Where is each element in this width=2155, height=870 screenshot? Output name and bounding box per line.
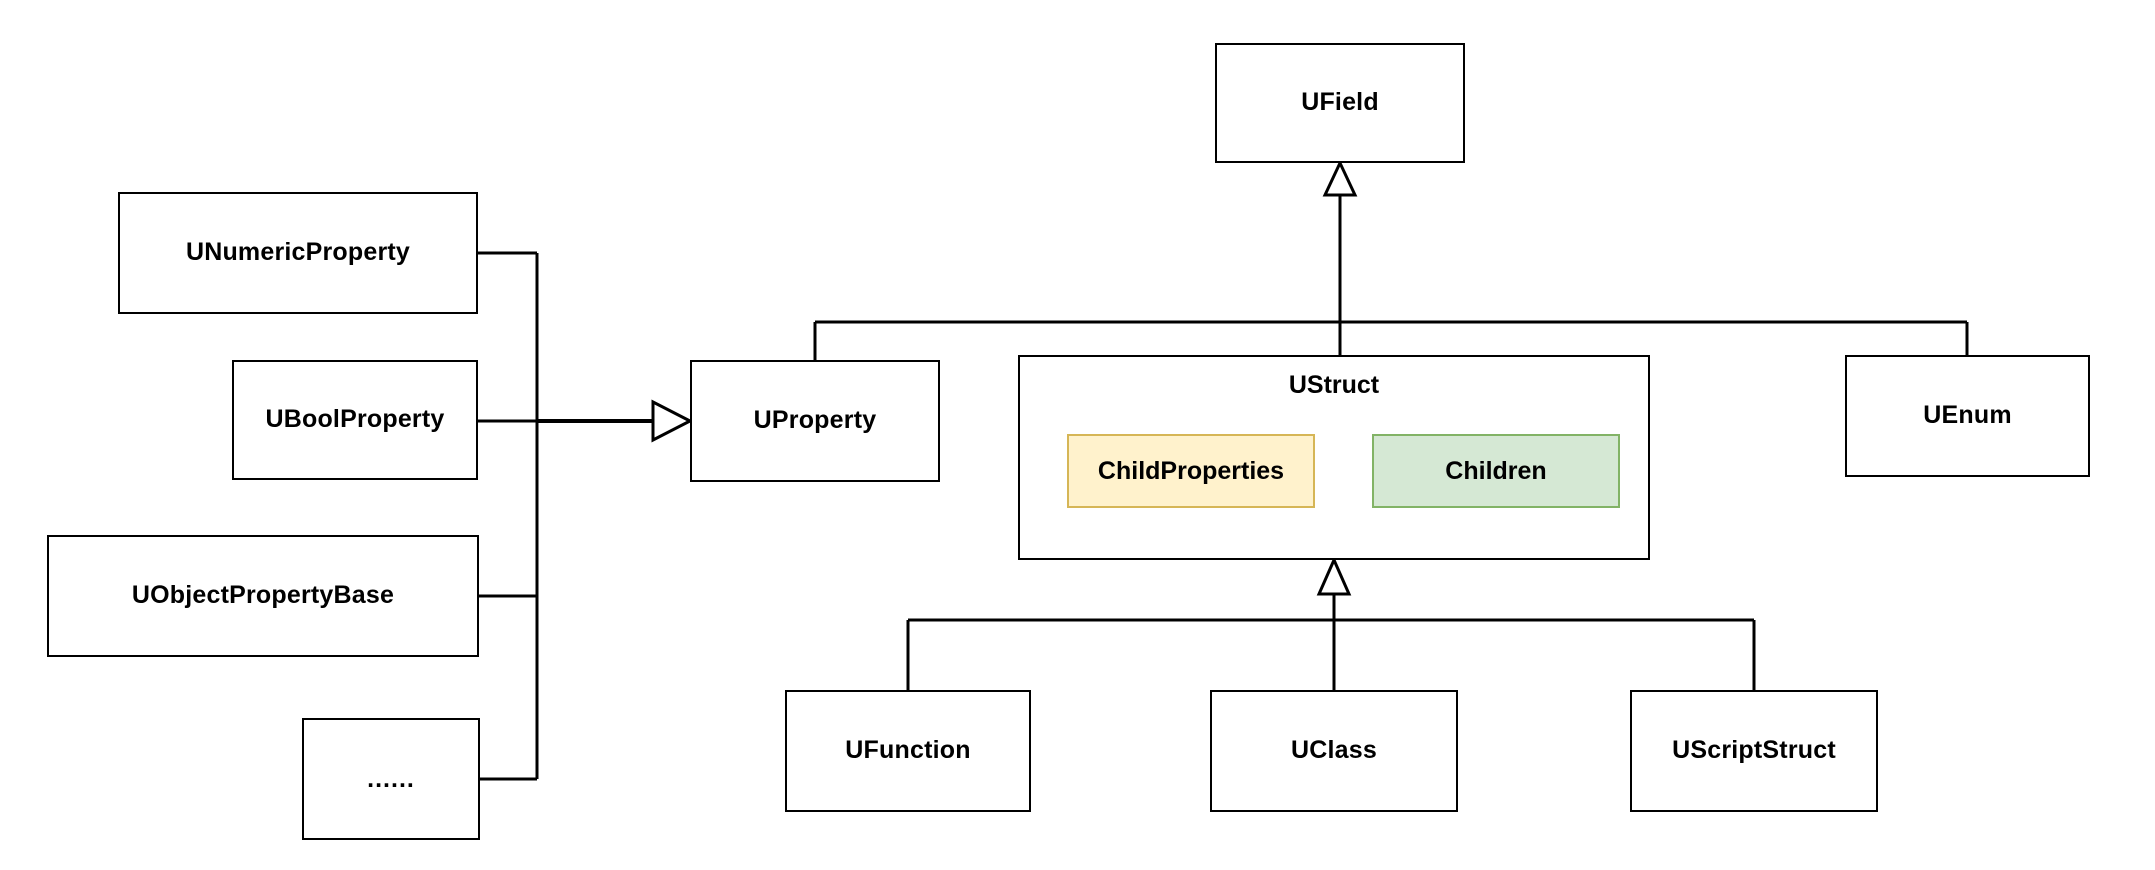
node-childproperties[interactable]: ChildProperties [1067,434,1315,508]
node-unumericproperty[interactable]: UNumericProperty [118,192,478,314]
node-childproperties-label: ChildProperties [1097,456,1285,485]
node-ufield-label: UField [1301,88,1379,117]
node-uobjectpropertybase[interactable]: UObjectPropertyBase [47,535,479,657]
node-uscriptstruct-label: UScriptStruct [1672,736,1836,765]
edge-ustruct-to-ufield [1322,159,1358,355]
node-uobjectpropertybase-label: UObjectPropertyBase [131,581,395,610]
node-uenum[interactable]: UEnum [1845,355,2090,477]
node-uclass[interactable]: UClass [1210,690,1458,812]
edge-bus-to-uproperty [478,251,694,781]
node-children[interactable]: Children [1372,434,1620,508]
node-ufunction-label: UFunction [845,736,971,765]
node-ellipsis[interactable]: ...... [302,718,480,840]
node-uboolproperty[interactable]: UBoolProperty [232,360,478,480]
node-uscriptstruct[interactable]: UScriptStruct [1630,690,1878,812]
node-uenum-label: UEnum [1923,401,2012,430]
node-ufield[interactable]: UField [1215,43,1465,163]
node-uclass-label: UClass [1291,736,1377,765]
node-uboolproperty-label: UBoolProperty [265,405,445,434]
node-uproperty[interactable]: UProperty [690,360,940,482]
node-ustruct-label: UStruct [1288,371,1380,399]
node-uproperty-label: UProperty [753,406,877,435]
node-ustruct[interactable]: UStruct ChildProperties Children [1018,355,1650,560]
edge-bottom-bus-to-ustruct [906,556,1756,690]
node-children-label: Children [1445,456,1547,485]
node-ufunction[interactable]: UFunction [785,690,1031,812]
node-ellipsis-label: ...... [367,764,415,793]
node-unumericproperty-label: UNumericProperty [185,238,411,267]
